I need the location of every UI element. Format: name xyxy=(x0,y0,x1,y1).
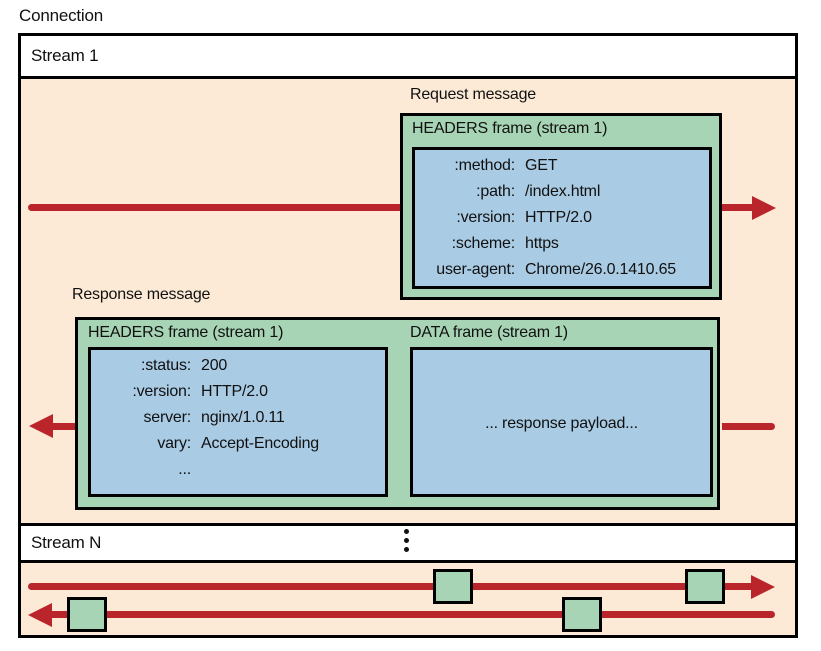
header-key: vary: xyxy=(157,435,191,452)
header-row: :status: 200 xyxy=(91,353,385,379)
request-headers-frame: HEADERS frame (stream 1) :method: GET :p… xyxy=(400,113,722,300)
header-value: HTTP/2.0 xyxy=(201,383,268,400)
request-arrow-line-right xyxy=(719,204,755,211)
request-headers-box: :method: GET :path: /index.html :version… xyxy=(412,147,712,289)
header-key: :path: xyxy=(476,183,515,200)
request-headers-frame-title: HEADERS frame (stream 1) xyxy=(412,120,608,137)
data-frame-payload: ... response payload... xyxy=(485,414,638,432)
header-row: user-agent: Chrome/26.0.1410.65 xyxy=(415,257,709,283)
frame-chip xyxy=(562,597,602,632)
header-key: :scheme: xyxy=(451,235,516,252)
frame-chip xyxy=(685,569,725,604)
data-frame-title: DATA frame (stream 1) xyxy=(410,324,568,341)
response-arrow-line-left xyxy=(51,423,78,430)
response-arrow-line-right xyxy=(722,423,775,430)
header-value: https xyxy=(525,235,559,252)
header-value: Chrome/26.0.1410.65 xyxy=(525,261,676,278)
header-key: :method: xyxy=(454,157,515,174)
request-arrow-line-left xyxy=(28,204,403,211)
frame-chip xyxy=(433,569,473,604)
header-row: vary: Accept-Encoding xyxy=(91,431,385,457)
response-message-label: Response message xyxy=(72,286,211,303)
header-key: :version: xyxy=(456,209,515,226)
response-headers-box: :status: 200 :version: HTTP/2.0 server: … xyxy=(88,347,388,497)
header-value: HTTP/2.0 xyxy=(525,209,592,226)
header-row: :version: HTTP/2.0 xyxy=(91,379,385,405)
header-row: :version: HTTP/2.0 xyxy=(415,205,709,231)
header-value: GET xyxy=(525,157,558,174)
streamN-body xyxy=(21,563,795,635)
streamN-label: Stream N xyxy=(31,533,102,552)
header-key: :status: xyxy=(141,357,191,374)
header-value: Accept-Encoding xyxy=(201,435,319,452)
header-row: ... xyxy=(91,457,385,483)
streamN-request-arrow-line xyxy=(28,583,753,590)
header-value: 200 xyxy=(201,357,228,374)
header-row: server: nginx/1.0.11 xyxy=(91,405,385,431)
header-row: :scheme: https xyxy=(415,231,709,257)
response-frame: HEADERS frame (stream 1) :status: 200 :v… xyxy=(75,317,720,510)
connection-box: Stream 1 Request message HEADERS frame (… xyxy=(18,33,798,638)
header-key: user-agent: xyxy=(436,261,515,278)
header-key: :version: xyxy=(132,383,191,400)
streamN-request-arrow-head-icon xyxy=(751,575,775,599)
stream1-label: Stream 1 xyxy=(31,46,99,65)
header-row: :method: GET xyxy=(415,153,709,179)
streamN-response-arrow-line xyxy=(50,611,775,618)
stream1-body: Request message HEADERS frame (stream 1)… xyxy=(21,79,795,523)
response-arrow-head-icon xyxy=(29,414,53,438)
header-value: nginx/1.0.11 xyxy=(201,409,285,426)
streamN-response-arrow-head-icon xyxy=(28,603,52,627)
streamN-header-band: Stream N xyxy=(21,523,795,563)
request-arrow-head-icon xyxy=(752,196,776,220)
request-message-label: Request message xyxy=(410,86,536,103)
header-value: /index.html xyxy=(525,183,601,200)
header-key: ... xyxy=(178,461,191,478)
header-row: :path: /index.html xyxy=(415,179,709,205)
vertical-ellipsis-icon xyxy=(404,529,409,552)
frame-chip xyxy=(67,597,107,632)
header-key: server: xyxy=(143,409,192,426)
stream1-header-band: Stream 1 xyxy=(21,36,795,79)
connection-label: Connection xyxy=(19,6,104,25)
data-frame-box: ... response payload... xyxy=(410,347,713,497)
response-headers-frame-title: HEADERS frame (stream 1) xyxy=(88,324,284,341)
